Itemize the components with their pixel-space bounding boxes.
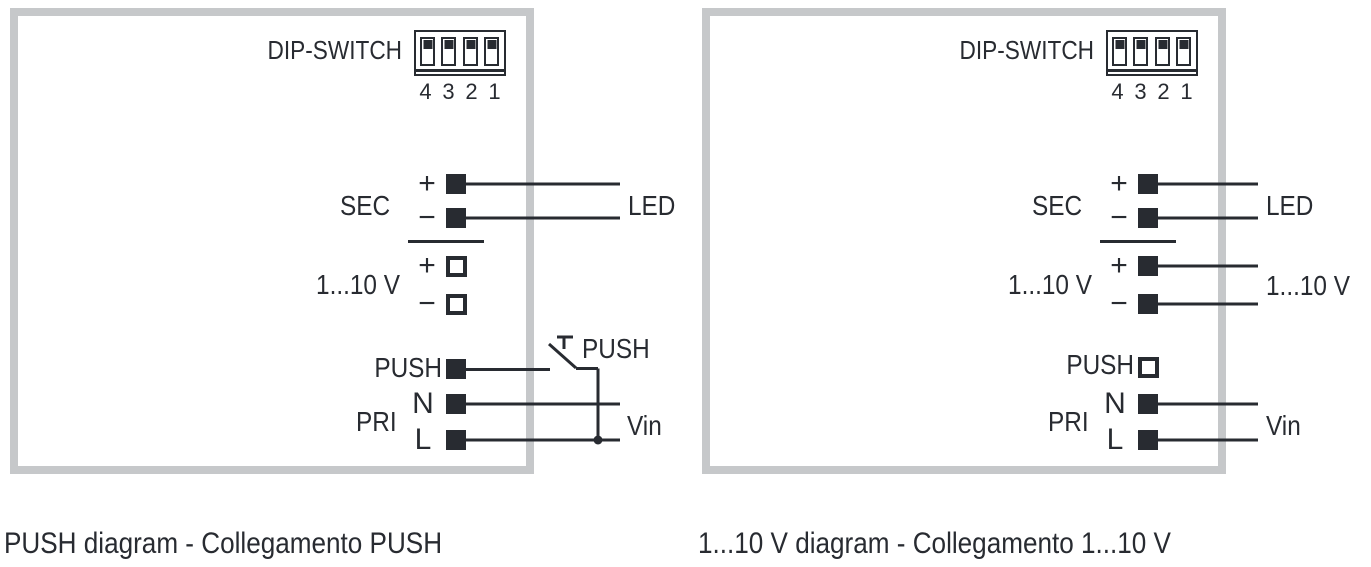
dip-number: 3 xyxy=(442,79,455,104)
dim-plus-terminal xyxy=(446,256,467,277)
dip-switch-numbers: 4 3 2 1 xyxy=(1106,80,1198,104)
line-terminal xyxy=(446,430,466,450)
diagram-push: DIP-SWITCH 4 3 2 1 SEC + − LED + 1...10 … xyxy=(10,0,690,520)
led-label: LED xyxy=(1266,190,1314,221)
dip-switch-numbers: 4 3 2 1 xyxy=(414,80,506,104)
line-terminal xyxy=(1138,430,1158,450)
sec-minus-terminal xyxy=(446,208,466,228)
dip-switch-slot xyxy=(420,37,435,66)
dip-number: 4 xyxy=(419,79,432,104)
sec-plus-terminal xyxy=(1138,174,1158,194)
dip-switch-lever xyxy=(444,40,453,49)
dim-minus-sign: − xyxy=(1110,287,1128,320)
dip-switch-label: DIP-SWITCH xyxy=(267,35,402,65)
sec-plus-terminal xyxy=(446,174,466,194)
led-label: LED xyxy=(628,190,676,221)
dip-switch-label: DIP-SWITCH xyxy=(959,35,1094,65)
dim-minus-terminal xyxy=(446,294,467,315)
dip-switch-base-line xyxy=(1108,69,1196,72)
dip-number: 1 xyxy=(488,79,501,104)
sec-minus-sign: − xyxy=(1110,201,1128,234)
neutral-label: N xyxy=(412,387,434,420)
dip-switch-slot xyxy=(484,37,499,66)
dip-switch-lever xyxy=(423,40,432,49)
dim-label: 1...10 V xyxy=(316,269,400,300)
sec-label: SEC xyxy=(1032,190,1083,221)
caption-push-diagram: PUSH diagram - Collegamento PUSH xyxy=(4,527,443,560)
diagram-1-10v: DIP-SWITCH 4 3 2 1 SEC + − LED + 1...10 … xyxy=(702,0,1371,520)
junction-dot xyxy=(593,435,603,445)
dip-switch-lever xyxy=(1179,40,1188,49)
sec-label: SEC xyxy=(340,190,391,221)
dim-plus-sign: + xyxy=(418,249,436,282)
dip-number: 3 xyxy=(1134,79,1147,104)
push-terminal xyxy=(446,359,466,379)
dip-switch-graphic xyxy=(1106,30,1198,76)
dip-number: 2 xyxy=(1157,79,1170,104)
push-terminal xyxy=(1138,357,1159,378)
push-switch-label: PUSH xyxy=(582,333,650,364)
neutral-terminal xyxy=(446,394,466,414)
line-label: L xyxy=(1106,423,1124,456)
sec-plus-sign: + xyxy=(1110,167,1128,200)
push-label: PUSH xyxy=(374,352,442,383)
dip-switch-lever xyxy=(466,40,475,49)
dip-switch-slot xyxy=(441,37,456,66)
dip-switch-graphic xyxy=(414,30,506,76)
dip-switch-slot xyxy=(1176,37,1191,66)
dim-output-label: 1...10 V xyxy=(1266,270,1350,301)
dim-minus-terminal xyxy=(1138,294,1158,314)
push-label: PUSH xyxy=(1066,349,1134,380)
neutral-label: N xyxy=(1104,387,1126,420)
pri-label: PRI xyxy=(1048,406,1089,437)
dip-switch-slot xyxy=(1112,37,1127,66)
dim-minus-sign: − xyxy=(418,287,436,320)
pri-label: PRI xyxy=(356,406,397,437)
caption-1-10v-diagram: 1...10 V diagram - Collegamento 1...10 V xyxy=(698,527,1171,560)
wiring-box-border xyxy=(10,8,534,474)
dim-plus-sign: + xyxy=(1110,249,1128,282)
dip-switch-lever xyxy=(487,40,496,49)
vin-label: Vin xyxy=(1266,410,1301,441)
dip-switch-lever xyxy=(1158,40,1167,49)
dip-number: 1 xyxy=(1180,79,1193,104)
dip-switch-slot xyxy=(463,37,478,66)
dip-switch-slot xyxy=(1133,37,1148,66)
sec-plus-sign: + xyxy=(418,167,436,200)
dip-switch-lever xyxy=(1115,40,1124,49)
push-switch-symbol xyxy=(548,335,577,370)
sec-minus-terminal xyxy=(1138,208,1158,228)
vin-label: Vin xyxy=(627,410,662,441)
dim-plus-terminal xyxy=(1138,256,1158,276)
dip-switch-lever xyxy=(1136,40,1145,49)
push-switch-blade xyxy=(548,342,577,370)
sec-minus-sign: − xyxy=(418,201,436,234)
dip-number: 4 xyxy=(1111,79,1124,104)
dip-switch-slot xyxy=(1155,37,1170,66)
dim-label: 1...10 V xyxy=(1008,269,1092,300)
wiring-box-border xyxy=(702,8,1226,474)
dip-number: 2 xyxy=(465,79,478,104)
dip-switch-base-line xyxy=(416,69,504,72)
line-label: L xyxy=(414,423,432,456)
neutral-terminal xyxy=(1138,394,1158,414)
